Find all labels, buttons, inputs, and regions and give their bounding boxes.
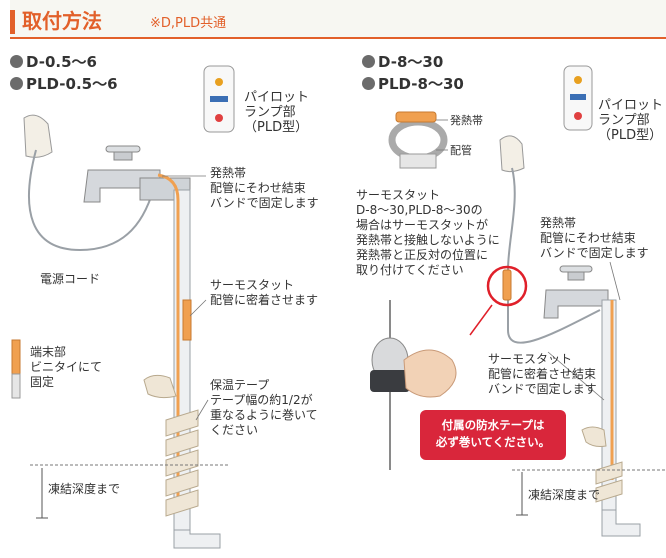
header-note: ※D,PLD共通 (150, 16, 227, 31)
model-line-right-1: D-8～30 (362, 52, 443, 72)
header-accent (10, 10, 15, 34)
header-bar (10, 0, 666, 38)
inset-heater-label: 発熱帯 (450, 114, 483, 127)
model-line-right-2: PLD-8～30 (362, 74, 464, 94)
thermostat-label-right: サーモスタット配管に密着させ結束バンドで固定します (488, 352, 597, 396)
pilot-lamp-left (203, 65, 235, 133)
wall-outlet-right (499, 135, 525, 173)
wall-outlet-left (23, 114, 53, 158)
end-part-sample (11, 339, 21, 399)
waterproof-warning-badge: 付属の防水テープは必ず巻いてください。 (420, 410, 566, 460)
model-line-left-1: D-0.5～6 (10, 52, 97, 72)
heater-label-left: 発熱帯配管にそわせ結束バンドで固定します (210, 166, 319, 210)
inset-pipe-label: 配管 (450, 144, 472, 157)
faucet-right (543, 265, 609, 319)
tape-label-left: 保温テープテープ幅の約1/2が重なるように巻いてください (210, 378, 318, 437)
thermostat-highlight (486, 265, 528, 307)
insulation-tape-right (581, 426, 623, 503)
page-title: 取付方法 (22, 9, 102, 33)
depth-label-right: 凍結深度まで (528, 488, 601, 502)
cord-label-left: 電源コード (40, 272, 101, 286)
heater-band-left (157, 173, 180, 500)
insulation-tape-left (143, 374, 199, 517)
waterproof-tape-closeup (370, 300, 457, 470)
model-line-left-2: PLD-0.5～6 (10, 74, 118, 94)
end-part-label: 端末部ビニタイにて固定 (30, 345, 103, 389)
thermostat-left (182, 299, 192, 341)
thermostat-label-left: サーモスタット配管に密着させます (210, 278, 319, 307)
section-header: 取付方法 ※D,PLD共通 (0, 0, 666, 39)
pipe-elbow-right (601, 509, 641, 537)
pilot-lamp-label-right: パイロットランプ部（PLD型） (598, 98, 664, 143)
pipe-elbow-left (173, 529, 221, 549)
depth-label-left: 凍結深度まで (48, 482, 121, 496)
power-cord-right (507, 167, 601, 344)
pilot-lamp-label-left: パイロットランプ部（PLD型） (244, 90, 310, 135)
heater-label-right: 発熱帯配管にそわせ結束バンドで固定します (540, 216, 649, 260)
header-underline (10, 37, 666, 39)
pilot-lamp-right (563, 65, 593, 131)
power-cord-left (28, 149, 159, 252)
inset-pipe-ring (388, 111, 448, 169)
